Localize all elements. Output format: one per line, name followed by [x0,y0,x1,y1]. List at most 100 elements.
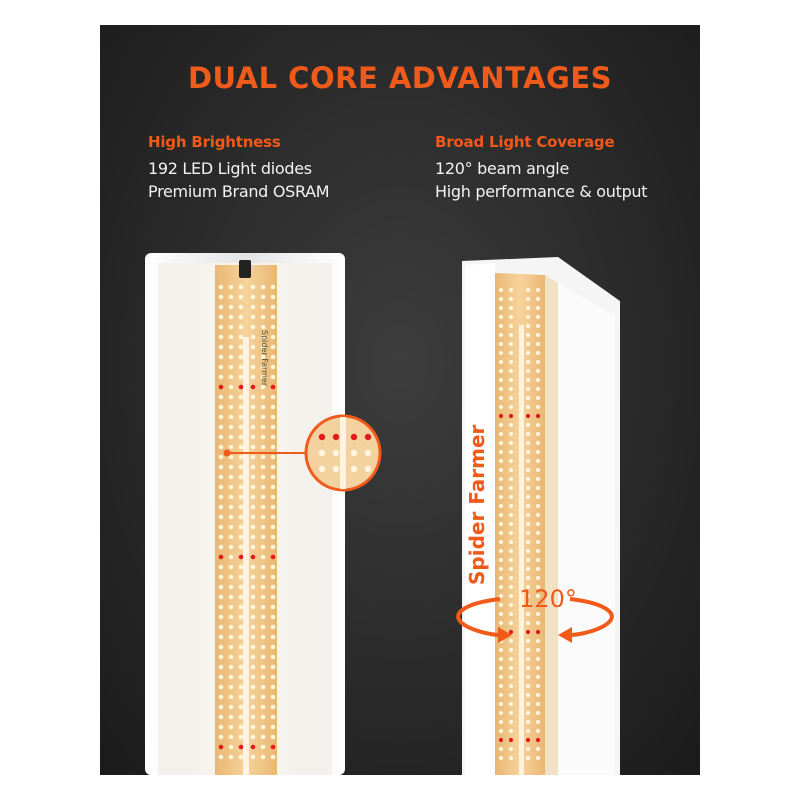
diode [525,350,531,356]
diode [525,296,531,302]
diode [525,755,531,761]
diode [498,476,504,482]
diode [508,413,514,419]
diode [238,454,244,460]
diode [535,584,541,590]
diode [535,521,541,527]
diode [228,624,234,630]
diode [525,512,531,518]
diode [525,467,531,473]
diode [525,737,531,743]
diode [535,458,541,464]
zoom-callout [223,414,382,492]
diode [535,494,541,500]
diode [498,440,504,446]
diode [250,474,256,480]
diode [508,422,514,428]
diode [228,284,234,290]
diode [525,602,531,608]
diode [238,484,244,490]
diode [535,413,541,419]
diode [260,464,266,470]
diode [270,724,276,730]
diode [535,548,541,554]
diode [508,368,514,374]
diode [218,704,224,710]
diode [498,611,504,617]
diode [508,737,514,743]
diode [270,564,276,570]
diode [260,654,266,660]
diode [218,304,224,310]
diode [228,494,234,500]
diode [228,444,234,450]
diode [498,746,504,752]
diode [238,724,244,730]
diode [218,624,224,630]
diode [218,604,224,610]
diode [525,503,531,509]
diode [238,534,244,540]
diode [250,714,256,720]
diode [218,564,224,570]
diode [218,644,224,650]
diode [250,654,256,660]
diode [260,284,266,290]
diode [250,404,256,410]
diode [250,414,256,420]
diode [228,554,234,560]
diode [228,344,234,350]
diode [250,744,256,750]
diode [535,566,541,572]
diode [535,701,541,707]
diode [270,684,276,690]
diode [525,620,531,626]
diode [508,476,514,482]
diode [525,440,531,446]
diode [498,548,504,554]
diode [508,323,514,329]
diode [250,494,256,500]
diode [535,440,541,446]
diode [228,604,234,610]
diode [238,524,244,530]
diode [238,474,244,480]
diode [260,584,266,590]
diode [270,334,276,340]
diode [508,512,514,518]
diode [238,424,244,430]
diode [270,364,276,370]
diode [218,514,224,520]
diode [525,593,531,599]
diode [250,304,256,310]
diode [228,664,234,670]
diode [260,704,266,710]
diode [270,544,276,550]
diode [250,484,256,490]
diode [498,449,504,455]
diode [250,604,256,610]
diode [508,701,514,707]
diode [250,424,256,430]
diode [364,433,372,441]
diode [508,566,514,572]
diode [238,504,244,510]
diode [525,746,531,752]
diode [508,386,514,392]
diode [498,485,504,491]
diode [498,359,504,365]
diode [250,384,256,390]
diode [218,374,224,380]
diode [238,314,244,320]
diode [250,544,256,550]
diode [535,683,541,689]
diode [270,534,276,540]
diode [250,314,256,320]
diode [238,344,244,350]
diode [218,634,224,640]
diode [228,314,234,320]
diode [228,594,234,600]
diode [260,334,266,340]
diode [260,614,266,620]
diode [260,444,266,450]
